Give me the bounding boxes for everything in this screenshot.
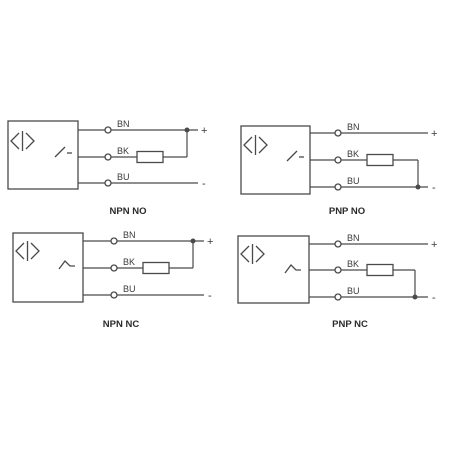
diagram-pnp-no: BN BK BU + - PNP NO: [240, 122, 437, 217]
sensor-symbol-icon: [10, 131, 35, 151]
wire-label-bk: BK: [117, 146, 129, 156]
diagram-pnp-nc: BN BK BU + - PNP NC: [237, 233, 437, 330]
junction-dot: [184, 127, 190, 133]
sensor-body: [240, 125, 311, 195]
terminal-bn: [110, 237, 118, 245]
switch-nc-icon: [284, 264, 301, 274]
terminal-bu: [334, 183, 342, 191]
sign-minus: -: [432, 292, 436, 304]
diagram-caption: PNP NO: [329, 206, 365, 217]
resistor: [142, 261, 170, 275]
junction-dot: [190, 238, 196, 244]
sensor-symbol-icon: [243, 135, 268, 155]
wire-label-bu: BU: [347, 286, 360, 296]
wire-label-bn: BN: [347, 233, 360, 243]
wire-label-bn: BN: [347, 122, 360, 132]
wire-label-bn: BN: [123, 230, 136, 240]
terminal-bu: [334, 293, 342, 301]
terminal-bk: [334, 156, 342, 164]
terminal-bu: [110, 291, 118, 299]
switch-nc-icon: [58, 260, 75, 270]
sign-plus: +: [207, 236, 213, 248]
sensor-symbol-icon: [15, 241, 40, 261]
sensor-body: [7, 120, 79, 190]
switch-no-icon: [286, 150, 304, 162]
diagram-npn-nc: BN BK BU + - NPN NC: [12, 230, 213, 330]
terminal-bk: [334, 266, 342, 274]
switch-no-icon: [54, 146, 72, 158]
terminal-bn: [104, 126, 112, 134]
sign-minus: -: [208, 290, 212, 302]
wire-label-bk: BK: [347, 259, 359, 269]
resistor: [366, 153, 394, 167]
wire-label-bk: BK: [123, 257, 135, 267]
sign-minus: -: [432, 182, 436, 194]
sensor-body: [12, 232, 84, 303]
terminal-bu: [104, 179, 112, 187]
junction-dot: [415, 184, 421, 190]
wire-label-bu: BU: [347, 176, 360, 186]
diagram-caption: PNP NC: [332, 319, 368, 330]
resistor: [136, 150, 164, 164]
diagram-caption: NPN NC: [103, 319, 140, 330]
junction-dot: [412, 294, 418, 300]
wire-label-bk: BK: [347, 149, 359, 159]
sensor-symbol-icon: [240, 244, 265, 264]
wire-label-bu: BU: [117, 172, 130, 182]
sign-plus: +: [431, 128, 437, 140]
sign-plus: +: [201, 125, 207, 137]
wire-label-bn: BN: [117, 119, 130, 129]
terminal-bn: [334, 240, 342, 248]
terminal-bk: [104, 153, 112, 161]
wire-label-bu: BU: [123, 284, 136, 294]
terminal-bn: [334, 129, 342, 137]
terminal-bk: [110, 264, 118, 272]
sign-plus: +: [431, 239, 437, 251]
diagram-caption: NPN NO: [110, 206, 147, 217]
resistor: [366, 263, 394, 277]
diagram-npn-no: BN BK BU + - NPN NO: [7, 119, 207, 217]
sign-minus: -: [202, 178, 206, 190]
